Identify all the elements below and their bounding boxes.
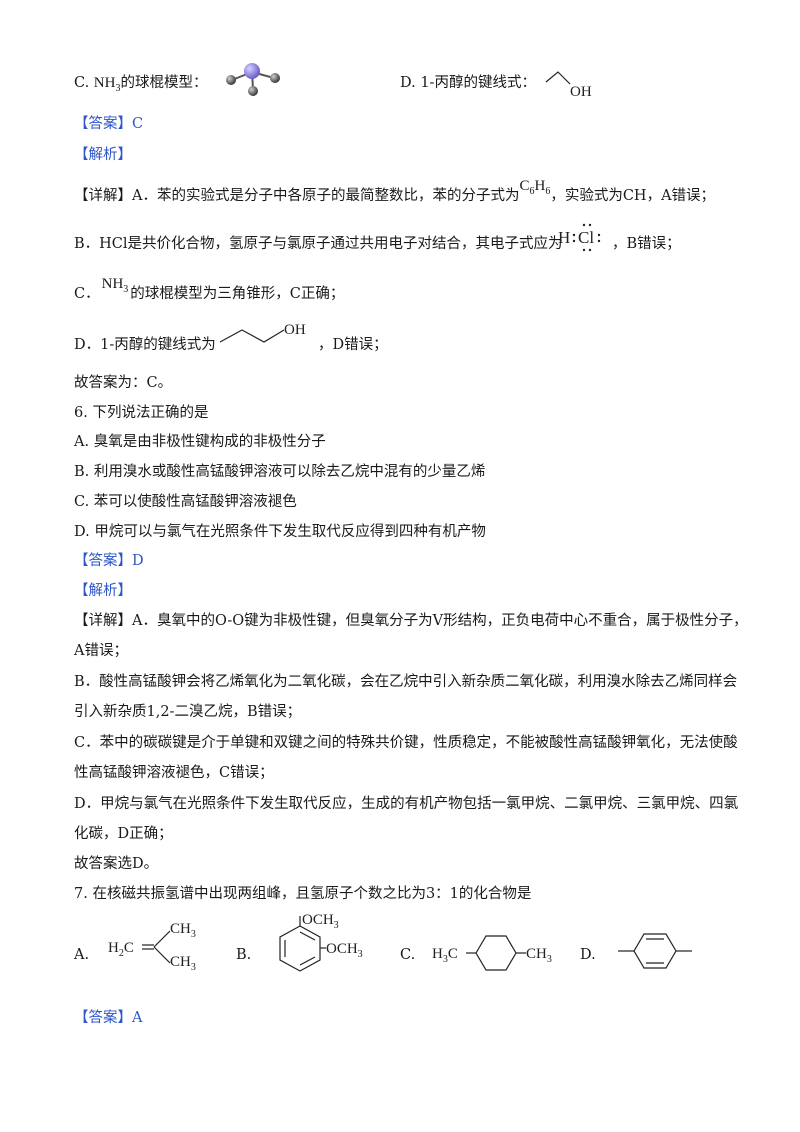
- q6-option-c: C. 苯可以使酸性高锰酸钾溶液褪色: [74, 494, 297, 510]
- q7-stem: 7. 在核磁共振氢谱中出现两组峰，且氢原子个数之比为3：1的化合物是: [74, 886, 532, 902]
- propanol-skeletal-short: OH: [545, 71, 592, 100]
- q5-detail-d-end: ，D错误；: [318, 337, 388, 353]
- q7-option-d-label: D.: [580, 947, 596, 963]
- nh3-formula-detail: NH3: [101, 276, 129, 295]
- q6-detail-line: 【详解】A．臭氧中的O-O键为非极性键，但臭氧分子为V形结构，正负电荷中心不重合…: [74, 613, 748, 629]
- q5-conclusion: 故答案为：C。: [74, 375, 173, 391]
- q5-option-c: C. NH3的球棍模型：: [74, 75, 208, 94]
- svg-text:Cl: Cl: [578, 228, 594, 247]
- q6-detail-line: 性高锰酸钾溶液褪色，C错误；: [74, 765, 274, 781]
- q5-detail-b-end: ，B错误；: [612, 236, 681, 252]
- q5-detail-a: 【详解】A．苯的实验式是分子中各原子的最简整数比，苯的分子式为C6H6，实验式为…: [74, 178, 716, 204]
- q6-detail-line: D．甲烷与氯气在光照条件下发生取代反应，生成的有机产物包括一氯甲烷、二氯甲烷、三…: [74, 796, 739, 812]
- q6-detail-line: C．苯中的碳碳键是介于单键和双键之间的特殊共价键，性质稳定，不能被酸性高锰酸钾氧…: [74, 735, 738, 751]
- isobutylene-structure: H2C CH3 CH3: [108, 921, 196, 973]
- svg-text:CH3: CH3: [170, 921, 196, 940]
- q5-option-d: D. 1-丙醇的键线式：: [400, 75, 536, 91]
- q5-answer: 【答案】C: [74, 116, 144, 132]
- q6-detail-line: 引入新杂质1,2-二溴乙烷，B错误；: [74, 704, 302, 720]
- p-xylene-structure: [618, 933, 692, 969]
- svg-text:H: H: [558, 228, 570, 247]
- q6-detail-line: 化碳，D正确；: [74, 826, 173, 842]
- propanol-skeletal-long: OH: [219, 322, 306, 343]
- q7-answer: 【答案】A: [74, 1010, 143, 1026]
- c6h6-formula: C6H6: [519, 178, 551, 197]
- q5-analysis: 【解析】: [74, 147, 132, 163]
- q7-option-b-label: B.: [236, 947, 252, 963]
- hcl-electron-formula: H Cl: [558, 223, 601, 252]
- q6-detail-line: A错误；: [74, 643, 128, 659]
- svg-text:H2C: H2C: [108, 940, 134, 959]
- dimethoxybenzene-structure: OCH3 OCH3: [279, 912, 363, 972]
- q6-option-d: D. 甲烷可以与氯气在光照条件下发生取代反应得到四种有机产物: [74, 524, 486, 540]
- q6-answer: 【答案】D: [74, 553, 144, 569]
- svg-text:OH: OH: [284, 322, 306, 338]
- oh-label: OH: [570, 84, 592, 100]
- svg-text:OCH3: OCH3: [302, 912, 339, 931]
- q6-analysis: 【解析】: [74, 583, 132, 599]
- dimethylcyclohexane-structure: H3C CH3: [432, 935, 552, 971]
- q6-detail-line: B．酸性高锰酸钾会将乙烯氧化为二氧化碳，会在乙烷中引入新杂质二氧化碳，利用溴水除…: [74, 674, 738, 690]
- svg-text:CH3: CH3: [526, 946, 552, 965]
- q6-option-b: B. 利用溴水或酸性高锰酸钾溶液可以除去乙烷中混有的少量乙烯: [74, 464, 486, 480]
- q7-option-a-label: A.: [74, 947, 90, 963]
- q6-conclusion: 故答案选D。: [74, 856, 159, 872]
- q5-detail-d: D．1-丙醇的键线式为: [74, 337, 216, 353]
- q5-detail-b: B．HCl是共价化合物，氢原子与氯原子通过共用电子对结合，其电子式应为: [74, 236, 563, 252]
- q6-stem: 6. 下列说法正确的是: [74, 405, 209, 421]
- q7-option-c-label: C.: [400, 947, 416, 963]
- svg-text:CH3: CH3: [170, 954, 196, 973]
- svg-text:OCH3: OCH3: [326, 941, 363, 960]
- q6-option-a: A. 臭氧是由非极性键构成的非极性分子: [74, 434, 326, 450]
- svg-text:H3C: H3C: [432, 946, 458, 965]
- nh3-ball-stick-model: [226, 63, 280, 96]
- nh3-formula: NH3: [93, 75, 121, 94]
